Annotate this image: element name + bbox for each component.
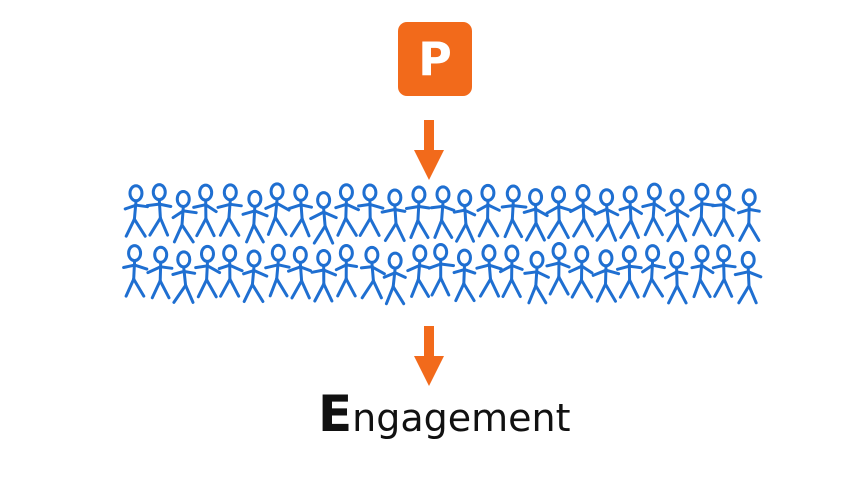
stick-figure [242,249,269,303]
stick-figure [122,244,149,298]
stick-figure [663,250,689,305]
stick-figure [241,189,269,244]
stick-figure [641,182,666,237]
stick-figure [216,183,243,237]
stick-figure [430,185,456,239]
stick-figure [309,191,338,245]
stick-figure [405,185,431,239]
stick-figure [146,245,174,300]
stick-figure [452,189,477,243]
stick-figure [499,244,524,298]
stick-figure [427,243,455,297]
p-badge: P [398,22,472,96]
stick-figure [287,245,312,300]
stick-figure [310,248,337,303]
stick-figure [123,184,149,238]
stick-figure [217,244,244,298]
stick-figure [380,188,407,242]
stick-figure [591,249,621,303]
stick-figure [194,244,222,299]
down-arrow-icon [414,326,444,386]
stick-figure [264,182,291,236]
stick-figure [618,185,643,239]
stick-figure [475,244,503,298]
stick-figure [664,188,690,243]
stick-figure [357,183,385,237]
stick-figure [334,243,359,298]
stick-figure [545,242,571,296]
stick-figure [264,243,291,298]
stick-figure [500,184,528,239]
stick-figure [545,185,573,240]
stick-figure [287,183,313,238]
outcome-label: Engagement [318,384,578,448]
stick-figure [711,183,736,238]
outcome-initial: E [318,385,353,443]
stick-figure [689,182,716,237]
stick-figure [171,189,198,244]
stick-figure [523,250,550,305]
stick-figure [406,244,432,298]
stick-figure [522,188,549,242]
down-arrow-icon [414,120,444,180]
stick-figure [737,188,761,242]
stick-figure [192,183,218,238]
stick-figure [334,183,360,237]
stick-figure [171,250,197,304]
stick-figure [476,183,501,238]
stick-figure [382,251,407,306]
stick-figure [641,244,666,298]
stick-figure [593,188,620,242]
stick-figure [145,183,173,237]
stick-figure [733,250,763,305]
stick-figure [690,244,715,299]
stick-figure [452,248,477,303]
stick-figure [711,244,737,298]
stick-figure [569,183,597,238]
stick-figure [359,245,386,300]
outcome-rest: ngagement [352,396,571,440]
stick-figure [568,245,594,299]
stick-figure [616,245,643,299]
